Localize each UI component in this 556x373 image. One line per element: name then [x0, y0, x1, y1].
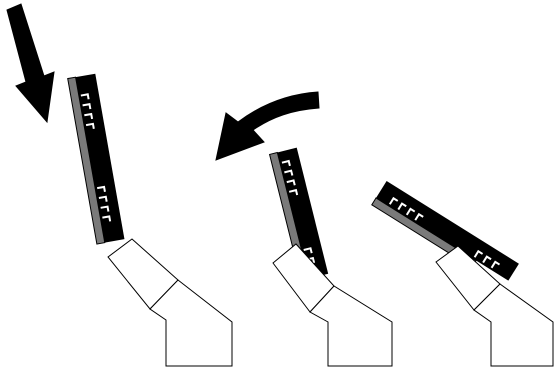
stage-3-holder [435, 245, 554, 367]
stage-1-comb [67, 73, 125, 245]
down-arrow-icon [6, 3, 55, 124]
stage-2-holder [272, 243, 393, 367]
stage-1-holder [107, 238, 233, 367]
stage-1 [67, 73, 233, 367]
stage-3-comb [371, 181, 519, 281]
stage-3 [371, 181, 554, 367]
stage-2-comb [268, 147, 329, 279]
curved-left-arrow-icon [215, 91, 320, 161]
stage-2 [268, 147, 393, 367]
